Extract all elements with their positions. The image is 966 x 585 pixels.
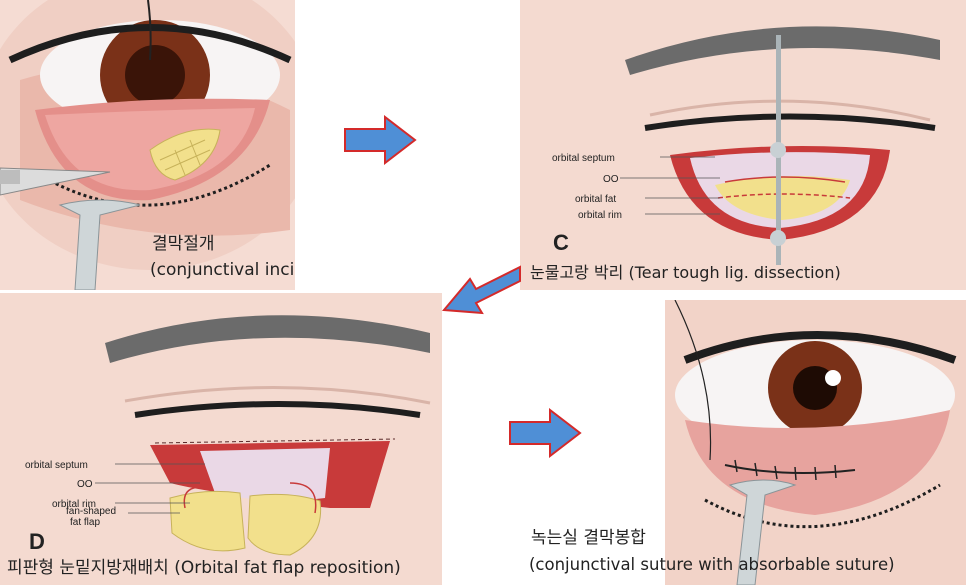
panel-conjunctival-incision: 결막절개 (conjunctival incision)	[0, 0, 295, 290]
down-left-arrow-icon	[441, 265, 521, 315]
caption-ko: 결막절개	[152, 234, 215, 254]
caption-ko: 녹는실 결막봉합	[531, 528, 646, 548]
right-arrow-icon	[509, 408, 582, 458]
panel-letter: D	[29, 529, 45, 554]
label-oo: OO	[603, 174, 619, 185]
caption-en: (conjunctival incision)	[150, 260, 295, 280]
reposition-illustration: orbital septum OO orbital rim fan-shaped…	[0, 293, 442, 585]
label-oo: OO	[77, 479, 93, 490]
label-orbital-septum: orbital septum	[25, 460, 88, 471]
label-orbital-rim: orbital rim	[52, 499, 96, 510]
label-orbital-rim: orbital rim	[578, 210, 622, 221]
label-fat-flap: fat flap	[70, 517, 100, 528]
panel-letter: C	[553, 230, 569, 255]
incision-illustration	[0, 0, 295, 290]
panel-fat-flap-reposition: orbital septum OO orbital rim fan-shaped…	[0, 293, 442, 585]
suture-illustration	[665, 300, 966, 585]
label-orbital-fat: orbital fat	[575, 194, 616, 205]
caption-en: (conjunctival suture with absorbable sut…	[529, 555, 895, 574]
caption: 눈물고랑 박리 (Tear tough lig. dissection)	[530, 263, 841, 282]
panel-tear-trough-dissection: orbital septum OO orbital fat orbital ri…	[520, 0, 966, 290]
label-orbital-septum: orbital septum	[552, 153, 615, 164]
panel-conjunctival-suture	[665, 300, 966, 585]
dissection-illustration: orbital septum OO orbital fat orbital ri…	[520, 0, 966, 290]
label-fan-shaped: fan-shaped	[66, 506, 116, 517]
right-arrow-icon	[344, 115, 417, 165]
caption: 피판형 눈밑지방재배치 (Orbital fat flap reposition…	[7, 558, 401, 578]
